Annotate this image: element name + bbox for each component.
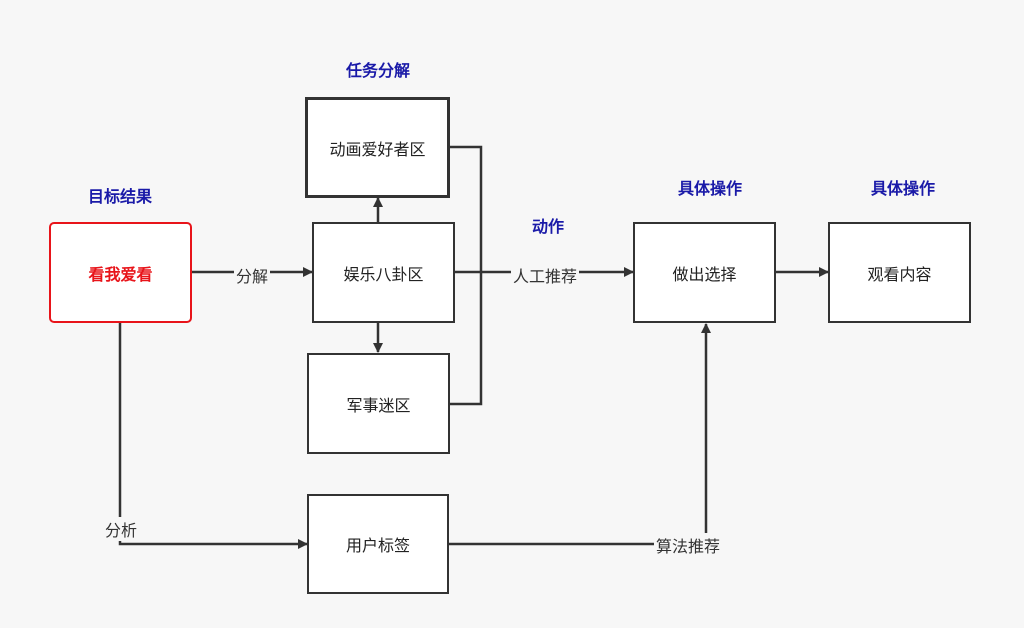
section-operation-label-1: 具体操作 — [677, 179, 743, 198]
military-zone-node: 军事迷区 — [307, 353, 450, 454]
make-choice-node: 做出选择 — [633, 222, 776, 323]
gossip-zone-node: 娱乐八卦区 — [312, 222, 455, 323]
section-operation-label-2: 具体操作 — [870, 179, 936, 198]
edge-anime-bracket — [450, 145, 483, 272]
edge-tags-to-choose — [449, 323, 711, 546]
section-action-label: 动作 — [531, 217, 565, 236]
section-goal-label: 目标结果 — [87, 187, 153, 206]
section-decompose-label: 任务分解 — [345, 61, 411, 80]
user-tags-node: 用户标签 — [307, 494, 449, 594]
goal-node: 看我爱看 — [49, 222, 192, 323]
edge-label-manual-recommend: 人工推荐 — [510, 263, 580, 287]
edge-goal-to-tags — [118, 323, 308, 549]
anime-zone-node: 动画爱好者区 — [305, 97, 450, 198]
edge-label-decompose: 分解 — [233, 263, 271, 287]
watch-content-node: 观看内容 — [828, 222, 971, 323]
edge-label-analyze: 分析 — [102, 517, 140, 541]
edge-label-algorithm-recommend: 算法推荐 — [653, 533, 723, 557]
edge-military-bracket — [450, 272, 483, 406]
